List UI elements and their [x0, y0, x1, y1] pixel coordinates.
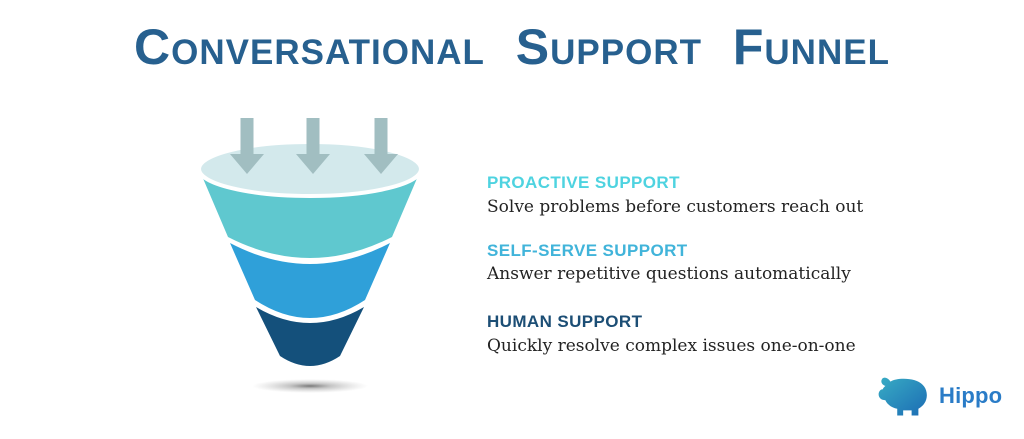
hippo-logo: Hippo: [876, 374, 1002, 418]
section-heading: SELF-SERVE SUPPORT: [487, 240, 688, 260]
support-sections: PROACTIVE SUPPORT Solve problems before …: [487, 173, 927, 381]
down-arrow-icon: [296, 118, 330, 174]
down-arrow-icon: [364, 118, 398, 174]
down-arrow-icon: [230, 118, 264, 174]
funnel-shadow: [252, 379, 368, 393]
section-description: Quickly resolve complex issues one-on-on…: [487, 335, 856, 356]
section-heading: HUMAN SUPPORT: [487, 312, 643, 332]
logo-text: Hippo: [939, 383, 1003, 408]
funnel-stage-proactive: [199, 169, 421, 258]
section-human-support: HUMAN SUPPORT Quickly resolve complex is…: [487, 313, 927, 358]
section-proactive-support: PROACTIVE SUPPORT Solve problems before …: [487, 173, 927, 219]
section-description: Answer repetitive questions automaticall…: [487, 264, 851, 285]
hippo-silhouette: [878, 377, 927, 416]
page-title: Conversational Support Funnel: [134, 19, 890, 75]
funnel-graphic: [185, 110, 435, 405]
funnel-stage-human: [256, 307, 364, 366]
section-self-serve-support: SELF-SERVE SUPPORT Answer repetitive que…: [487, 240, 927, 287]
funnel-stage-self-serve: [230, 243, 390, 318]
section-heading: PROACTIVE SUPPORT: [487, 173, 680, 192]
section-description: Solve problems before customers reach ou…: [487, 196, 864, 217]
funnel-svg: [197, 118, 423, 393]
incoming-arrows: [230, 118, 398, 174]
hippo-logo-icon: [878, 377, 927, 416]
